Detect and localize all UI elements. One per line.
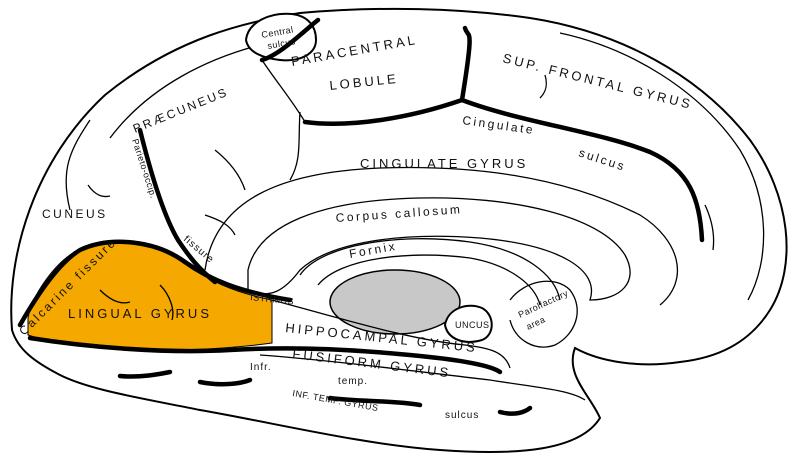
corpus-callosum (247, 197, 631, 301)
praecuneus-boundary (289, 111, 301, 181)
label-isthmus: ISTHMUS (250, 292, 295, 307)
collateral-sulcus (27, 335, 503, 375)
label-paracentral-2: LOBULE (329, 71, 400, 93)
label-central-sulcus-2: sulcus (267, 36, 297, 51)
paracentral-boundary-2 (261, 59, 306, 123)
outer-gyrus-line (109, 44, 261, 139)
label-cingulate-gyrus: CINGULATE GYRUS (360, 156, 528, 171)
parolfactory-contour (509, 280, 578, 348)
hippocampal-contour (271, 299, 511, 369)
label-temp: temp. (338, 376, 368, 387)
label-cuneus: CUNEUS (42, 207, 108, 221)
cingulate-gyrus-contour (204, 166, 679, 306)
fornix (299, 238, 561, 306)
label-uncus: UNCUS (455, 320, 490, 330)
brain-outline (10, 7, 788, 454)
paracentral-boundary (259, 17, 321, 63)
frontal-sulcus-short (539, 74, 715, 251)
inferior-sulcus-dash-3 (327, 395, 423, 408)
inferior-sulcus-dash-2 (197, 377, 253, 387)
label-lingual-gyrus: LINGUAL GYRUS (68, 306, 212, 321)
cingulate-sulcus-line (302, 25, 705, 243)
inferior-sulcus-dash-4 (497, 405, 533, 416)
lower-inner-contour (259, 354, 586, 401)
praecuneus-sulcus (204, 149, 246, 236)
inferior-sulcus-dash (117, 369, 173, 379)
uncus (443, 304, 493, 343)
outer-gyrus-line-3 (559, 32, 765, 301)
parieto-occipital-fissure (137, 127, 218, 285)
calcarine-fissure (17, 239, 293, 328)
label-sulcus-lower: sulcus (445, 410, 479, 421)
thalamus-region (329, 269, 461, 335)
lingual-sulci (99, 284, 174, 321)
outer-gyrus-line-2 (65, 119, 91, 211)
label-infr: Infr. (250, 362, 272, 373)
cuneus-sulcus (87, 184, 111, 198)
